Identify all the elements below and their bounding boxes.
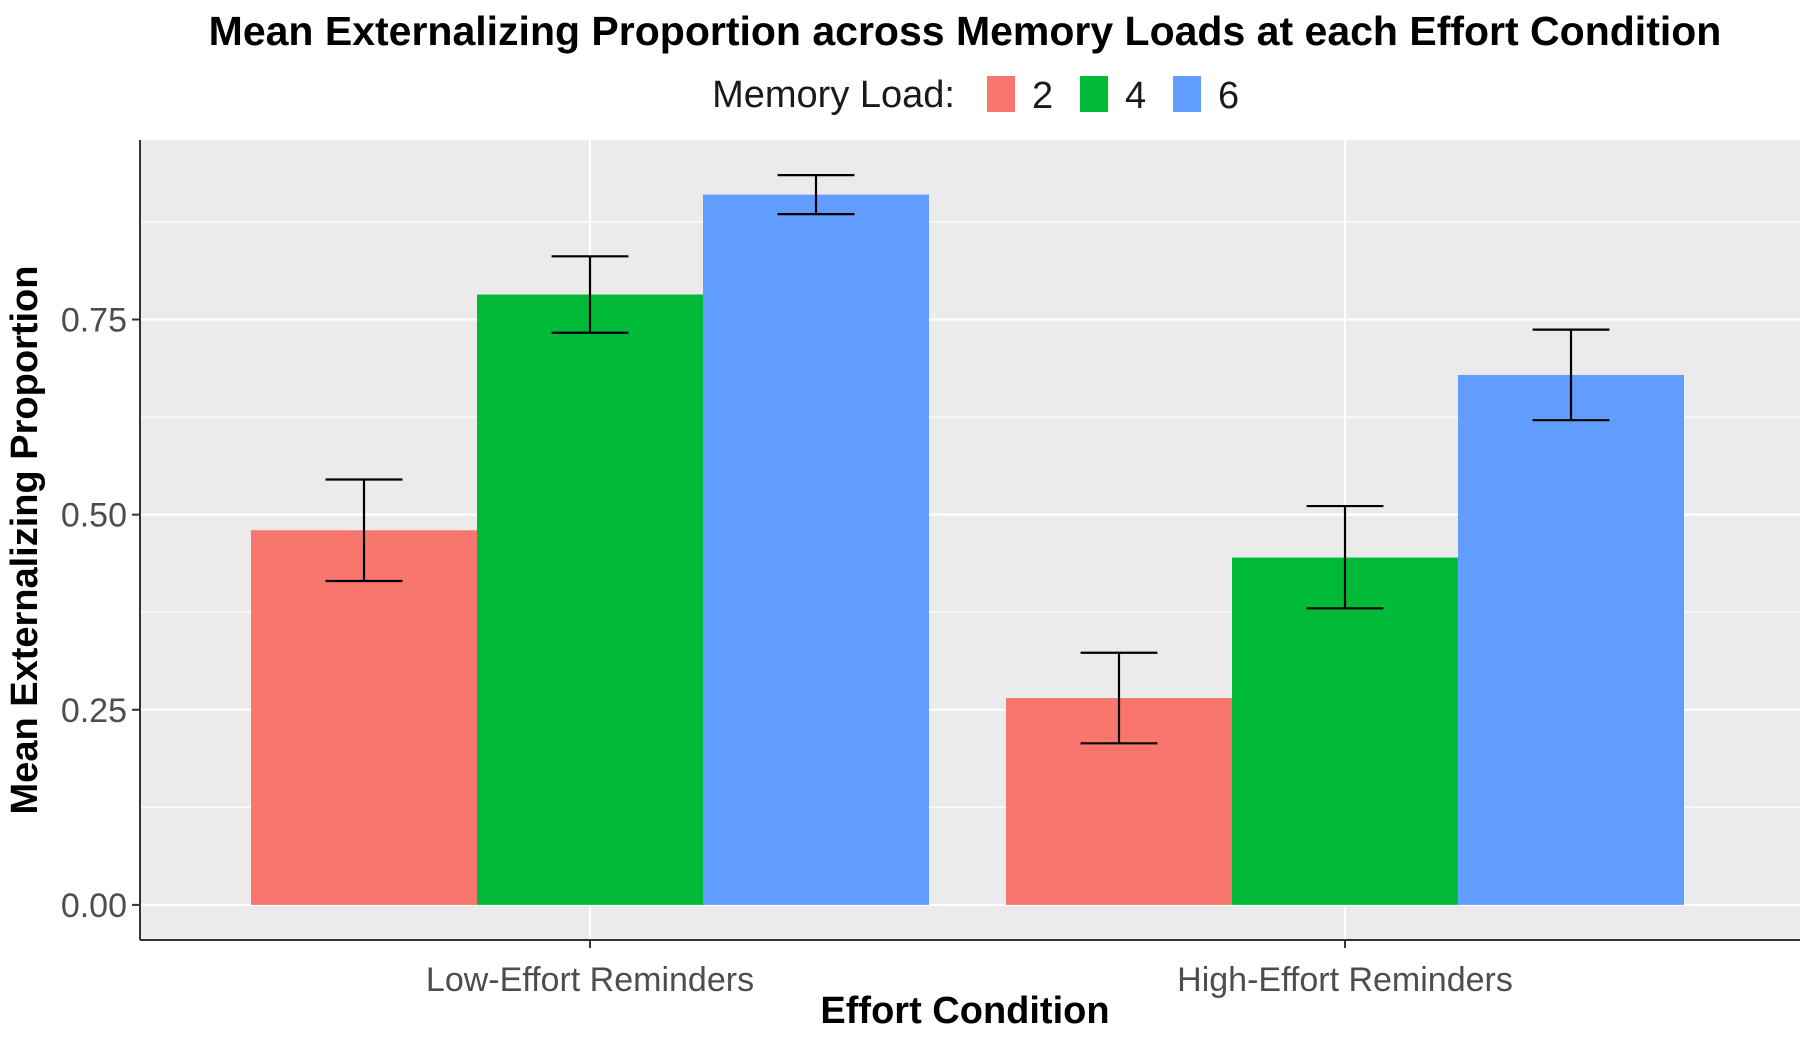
x-axis-ticks: Low-Effort Reminders High-Effort Reminder… <box>426 940 1513 999</box>
y-tick-label: 0.75 <box>61 302 127 340</box>
chart-title: Mean Externalizing Proportion across Mem… <box>209 8 1722 54</box>
plot-panel <box>140 140 1800 940</box>
bar-4-1 <box>1232 557 1458 905</box>
axes: 0.00 0.25 0.50 0.75 Low-Effort Reminders Hig… <box>61 140 1800 999</box>
x-axis-title: Effort Condition <box>820 990 1109 1032</box>
y-tick-label: 0.00 <box>61 887 127 925</box>
legend-swatch-4 <box>1080 76 1108 112</box>
legend-label-2: 2 <box>1032 75 1053 117</box>
legend-label-6: 6 <box>1218 75 1239 117</box>
y-axis-ticks: 0.00 0.25 0.50 0.75 <box>61 302 140 925</box>
y-axis-title: Mean Externalizing Proportion <box>4 266 46 815</box>
legend-swatch-2 <box>987 76 1015 112</box>
legend-label-4: 4 <box>1125 75 1146 117</box>
bar-4-0 <box>477 294 703 905</box>
bar-6-0 <box>703 194 929 905</box>
bars <box>251 194 1684 905</box>
bar-6-1 <box>1458 374 1684 905</box>
legend: Memory Load: 2 4 6 <box>712 74 1239 117</box>
legend-swatch-6 <box>1173 76 1201 112</box>
legend-items: 2 4 6 <box>987 75 1239 117</box>
y-tick-label: 0.50 <box>61 497 127 535</box>
y-tick-label: 0.25 <box>61 692 127 730</box>
x-tick-label: High-Effort Reminders <box>1177 961 1513 999</box>
bar-2-0 <box>251 530 477 905</box>
x-tick-label: Low-Effort Reminders <box>426 961 754 999</box>
error-bars <box>325 174 1610 745</box>
legend-title: Memory Load: <box>712 74 955 116</box>
